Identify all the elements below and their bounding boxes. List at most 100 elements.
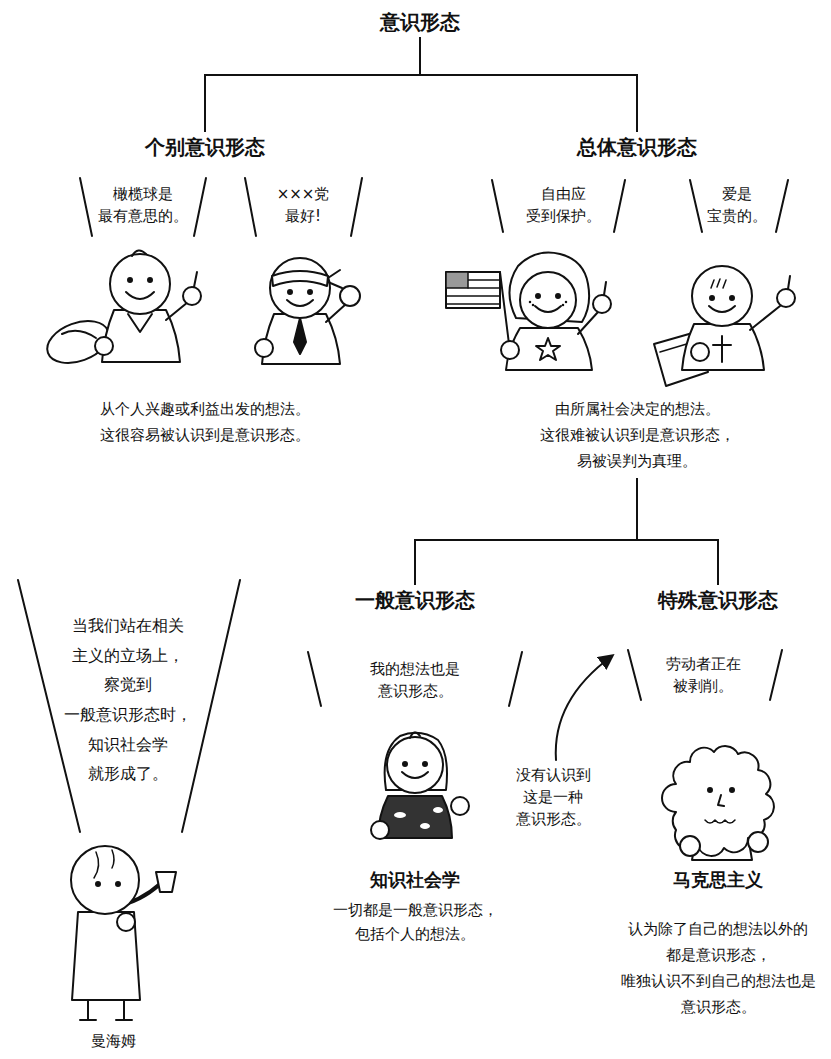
pipe-bowl: [156, 872, 176, 892]
tree-heading: 特殊意识形态: [652, 585, 784, 615]
headband: [272, 271, 328, 286]
speech-slash: [628, 650, 782, 700]
figure-eye: [116, 882, 120, 886]
pointing-finger: [604, 282, 606, 295]
speech-text: 爱是 宝贵的。: [700, 183, 775, 228]
figure-eye: [730, 788, 734, 792]
figure-body: [682, 324, 764, 370]
figure-eye: [288, 290, 292, 294]
flag-canton: [446, 272, 468, 288]
speech-slash: [492, 180, 625, 232]
figure-eye: [96, 882, 100, 886]
figure-hand: [777, 289, 795, 307]
figure-eye: [730, 296, 734, 300]
heading-text: 个别意识形态: [145, 135, 265, 159]
figure-arm: [750, 306, 780, 330]
figure-arm: [166, 302, 188, 320]
star-emblem: [536, 338, 560, 360]
tree-heading: 一般意识形态: [349, 585, 481, 615]
heading-text: 意识形态: [380, 10, 460, 34]
figure-hand: [95, 337, 113, 355]
figure-hand: [451, 797, 469, 815]
figure-eye: [308, 290, 312, 294]
callout-arrow: [556, 656, 612, 760]
heading-text: 一般意识形态: [355, 588, 475, 612]
figure-hand: [371, 821, 389, 839]
figure-eye: [708, 788, 712, 792]
camo-spot: [420, 823, 430, 829]
flag-pole: [500, 272, 510, 352]
note-text: 认为除了自己的想法以外的 都是意识形态， 唯独认识不到自己的想法也是 意识形态。: [613, 916, 823, 1021]
figure-hand: [183, 287, 201, 305]
freckles: [530, 302, 566, 305]
speech-text: 自由应 受到保护。: [518, 183, 608, 228]
speech-text: 橄榄球是 最有意思的。: [91, 183, 196, 228]
person-name: 曼海姆: [83, 1032, 143, 1052]
figure-hand: [691, 343, 709, 361]
head-lines: [94, 850, 114, 878]
beard-curls: [705, 820, 735, 823]
flag: [446, 272, 500, 308]
speech-slash: [308, 652, 522, 706]
figure-smile: [535, 306, 561, 312]
cross-emblem: [713, 336, 731, 362]
figure-head: [387, 737, 443, 793]
figure-smile: [126, 292, 154, 299]
speech-text: 当我们站在相关 主义的立场上， 察觉到 一般意识形态时， 知识社会学 就形成了。: [56, 611, 200, 789]
heading-text: 总体意识形态: [577, 135, 697, 159]
camo-spot: [433, 807, 443, 813]
camo-spot: [394, 812, 406, 818]
figure-nose: [718, 795, 724, 806]
figure-head: [270, 258, 330, 318]
hair-curl: [132, 250, 146, 256]
heading-text: 特殊意识形态: [658, 588, 778, 612]
figure-eye: [423, 762, 427, 766]
bushy-hair-beard: [662, 746, 774, 856]
speech-text: 我的想法也是 意识形态。: [363, 658, 468, 703]
speech-slash: [690, 180, 788, 232]
figure-eye: [536, 294, 540, 298]
tree-heading: 个别意识形态: [139, 132, 271, 162]
figure-legs: [80, 1000, 132, 1020]
figure-hand: [501, 341, 519, 359]
figure-body: [72, 912, 140, 1000]
raised-fist: [340, 286, 360, 306]
figure-eye: [148, 278, 152, 282]
figure-head: [71, 846, 139, 914]
figure-eye: [128, 278, 132, 282]
figure-smile: [709, 306, 735, 312]
tree-heading: 总体意识形态: [571, 132, 703, 162]
note-text: 由所属社会决定的想法。 这很难被认识到是意识形态， 易被误判为真理。: [532, 396, 742, 475]
figure-hand: [255, 339, 273, 357]
figure-arm: [578, 312, 598, 334]
figure-eye: [403, 762, 407, 766]
necktie: [294, 318, 306, 354]
figure-body: [262, 314, 340, 364]
figure-head: [110, 254, 170, 314]
speech-text: 劳动者正在 被剥削。: [658, 653, 748, 698]
speech-slash: [80, 178, 206, 236]
headband-knot: [328, 270, 342, 288]
speech-slash: [245, 178, 362, 236]
tree-connector: [637, 162, 718, 585]
shirt-collar: [128, 314, 152, 332]
figure-smile: [402, 772, 428, 778]
ball-seam: [62, 331, 96, 338]
note-text: 从个人兴趣或利益出发的想法。 这很容易被认识到是意识形态。: [93, 396, 318, 449]
figure-hand: [593, 295, 611, 313]
tree-connector: [415, 162, 637, 585]
figure-eye: [710, 296, 714, 300]
note-text: 一切都是一般意识形态， 包括个人的想法。: [325, 898, 505, 946]
figure-fist: [680, 836, 700, 856]
tree-heading: 意识形态: [374, 7, 466, 37]
figure-smile: [287, 300, 313, 306]
figure-arm: [326, 304, 346, 322]
tree-connector: [420, 37, 637, 132]
pointing-finger: [788, 276, 790, 289]
forehead-lines: [711, 279, 726, 288]
figure-head: [692, 266, 752, 326]
figure-fist: [748, 832, 768, 852]
figure-head: [520, 272, 576, 328]
school-heading: 马克思主义: [664, 868, 772, 891]
